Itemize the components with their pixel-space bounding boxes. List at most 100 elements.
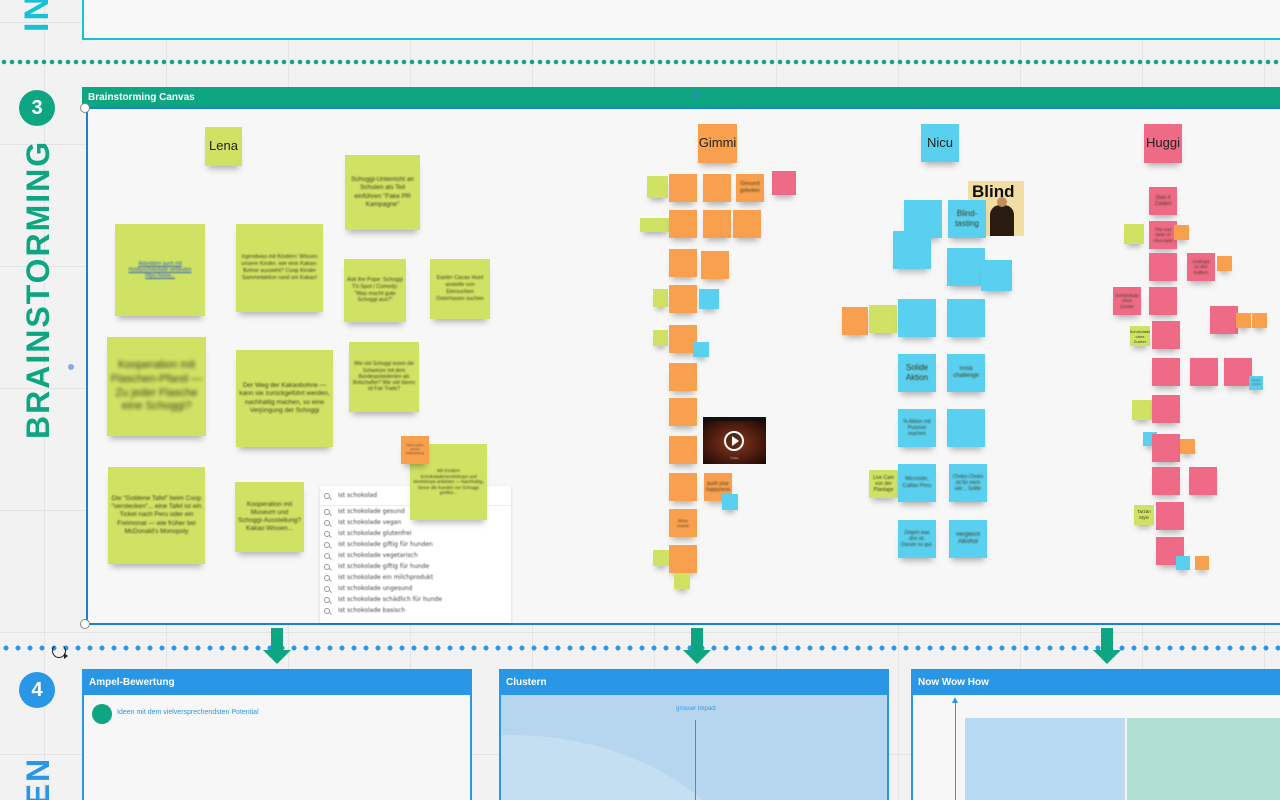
sticky-note-small[interactable] [1180,439,1195,454]
sticky-note-small[interactable] [722,494,738,510]
sticky-note-small[interactable]: Sound control [1249,376,1263,390]
sticky-note[interactable]: Easter Cacao Hunt anstelle von Eiersuche… [430,259,490,319]
sticky-note-small[interactable] [701,251,729,279]
sticky-note-small[interactable] [703,210,731,238]
sticky-note-small[interactable] [1152,434,1180,462]
resize-handle-top-mid[interactable] [693,91,699,97]
sticky-note[interactable]: Ask the Pope: Schoggi TV-Spot / Comedy: … [344,259,406,322]
sticky-note-small[interactable] [1156,502,1184,530]
brainstorming-canvas-header[interactable]: Brainstorming Canvas [82,87,1280,109]
sticky-note-small[interactable] [1149,253,1177,281]
sticky-note[interactable]: Solide Aktion [898,354,936,392]
sticky-note-small[interactable] [669,210,697,238]
sticky-note-small[interactable] [693,342,709,357]
sticky-note[interactable] [947,409,985,447]
sticky-note-small[interactable] [1152,395,1180,423]
sticky-note-small[interactable] [669,545,697,573]
column-header-lena[interactable]: Lena [205,127,242,166]
sticky-note-small[interactable] [647,176,668,198]
sticky-note[interactable]: Wie viel Schoggi essen die Schweizer mit… [349,342,419,412]
sticky-note-small[interactable] [1195,556,1209,570]
sticky-note-small[interactable] [772,171,796,195]
sticky-note-small[interactable] [703,174,731,202]
sticky-note-small[interactable] [1149,287,1177,315]
frame-now-wow-how[interactable]: Now Wow How NOW WOW [911,669,1280,800]
resize-handle-top-left[interactable] [80,103,90,113]
sticky-note-small[interactable]: Live Cam von der Plantage [869,470,898,498]
sticky-note-small[interactable]: Start 4 Zutaten [1149,187,1177,215]
sticky-note[interactable]: Aktivitäten auch mit Hobbyschokolade ver… [115,224,205,316]
sticky-note-small[interactable]: Gesund geboten [736,174,764,202]
column-header-huggi[interactable]: Huggi [1144,124,1182,163]
sticky-note[interactable]: Kooperation mit Flaschen-Pfand — Zu jede… [107,337,206,436]
sticky-note-small[interactable] [1210,306,1238,334]
sticky-note-small[interactable] [1152,467,1180,495]
sticky-note-small[interactable] [674,573,690,589]
sticky-note[interactable] [947,248,985,286]
sticky-note[interactable]: Die "Goldene Tafel" beim Coop "verstecke… [108,467,205,564]
frame-ampel-bewertung[interactable]: Ampel-Bewertung Ideen mit dem vielverspr… [82,669,472,800]
sticky-note-small[interactable] [1174,225,1189,240]
search-autocomplete-image[interactable]: ist schokolad ist schokolade gesund ist … [320,486,511,623]
resize-handle-bottom-left[interactable] [80,619,90,629]
sticky-note-small[interactable] [640,218,670,232]
sticky-note-small[interactable]: Tarzan Style [1134,505,1154,525]
sticky-note-small[interactable] [653,289,668,307]
previous-section-frame[interactable] [82,0,1280,40]
sticky-note-small[interactable] [1217,256,1232,271]
sticky-note-small[interactable] [869,305,897,333]
sticky-note-small[interactable]: The real taste of chocolate [1149,221,1177,249]
quadrant-now[interactable]: NOW [965,718,1125,800]
sticky-note-small[interactable] [1152,358,1180,386]
sticky-note[interactable]: Zeigen was drin ist. Darum so gut. [898,520,936,558]
quadrant-wow[interactable]: WOW [1127,718,1280,800]
sticky-note-small[interactable] [1224,358,1252,386]
column-header-nicu[interactable]: Nicu [921,124,959,162]
sticky-note-small[interactable] [669,363,697,391]
sticky-note-small[interactable] [1190,358,1218,386]
sticky-note-small[interactable] [669,285,697,313]
sticky-note[interactable] [947,299,985,337]
rotate-icon[interactable] [52,644,68,659]
sticky-note-small[interactable] [1189,467,1217,495]
sticky-note-small[interactable]: Ideen anders grosse Hebelwirkung [401,436,429,464]
sticky-note[interactable]: % Aktion mit Purpose machen [898,409,936,447]
sticky-note-small[interactable] [1152,321,1180,349]
sticky-note-small[interactable] [669,398,697,426]
sticky-note-small[interactable]: Bless moods [669,509,697,537]
sticky-note-small[interactable] [1132,400,1152,420]
play-icon[interactable] [724,431,744,451]
sticky-note-small[interactable] [1252,313,1267,328]
sticky-note-small[interactable] [669,325,697,353]
sticky-note-small[interactable]: Schokolade ohne Zucker [1130,326,1150,346]
sticky-note[interactable]: Vergleich Alkohol [949,520,987,558]
sticky-note-small[interactable] [653,550,669,566]
sticky-note-small[interactable]: Analogie zu den Kaffern [1187,253,1215,281]
embedded-video[interactable]: Video [703,417,766,464]
sticky-note-small[interactable] [842,307,868,335]
sticky-note[interactable]: Kooperation mit Museum und Schoggi-Ausst… [235,482,304,552]
sticky-note[interactable]: Microsite, Callao Peru [898,464,936,502]
column-header-gimmi[interactable]: Gimmi [698,124,737,163]
frame-clustern[interactable]: Clustern grosser Impact [499,669,889,800]
sticky-note[interactable] [898,299,936,337]
sticky-note-small[interactable] [669,174,697,202]
sticky-note[interactable]: Irgendwas mit Kindern: Wissen unsere Kin… [236,224,323,312]
sticky-note-small[interactable] [733,210,761,238]
sticky-note-small[interactable] [1176,556,1190,570]
sticky-note-small[interactable]: Schokolade ohne Zucker [1113,287,1141,315]
sticky-note[interactable]: Schoggi-Unterricht an Schulen als Teil e… [345,155,420,230]
sticky-note-small[interactable] [699,289,719,309]
sticky-note-small[interactable] [1236,313,1251,328]
sticky-note[interactable] [981,260,1012,291]
sticky-note[interactable]: Insta challenge [947,354,985,392]
sticky-note-small[interactable] [653,330,668,346]
sticky-note-small[interactable] [669,249,697,277]
sticky-note[interactable]: Der Weg der Kakaobohne — kann sie zurück… [236,350,333,447]
sticky-note-small[interactable] [1124,224,1144,244]
sticky-note[interactable]: Choko-Choko ist für mich wie... SoMe [949,464,987,502]
sticky-note[interactable] [893,231,931,269]
sticky-note-small[interactable] [669,436,697,464]
sticky-note[interactable]: Blind-tasting [948,200,986,238]
sticky-note-small[interactable] [669,473,697,501]
